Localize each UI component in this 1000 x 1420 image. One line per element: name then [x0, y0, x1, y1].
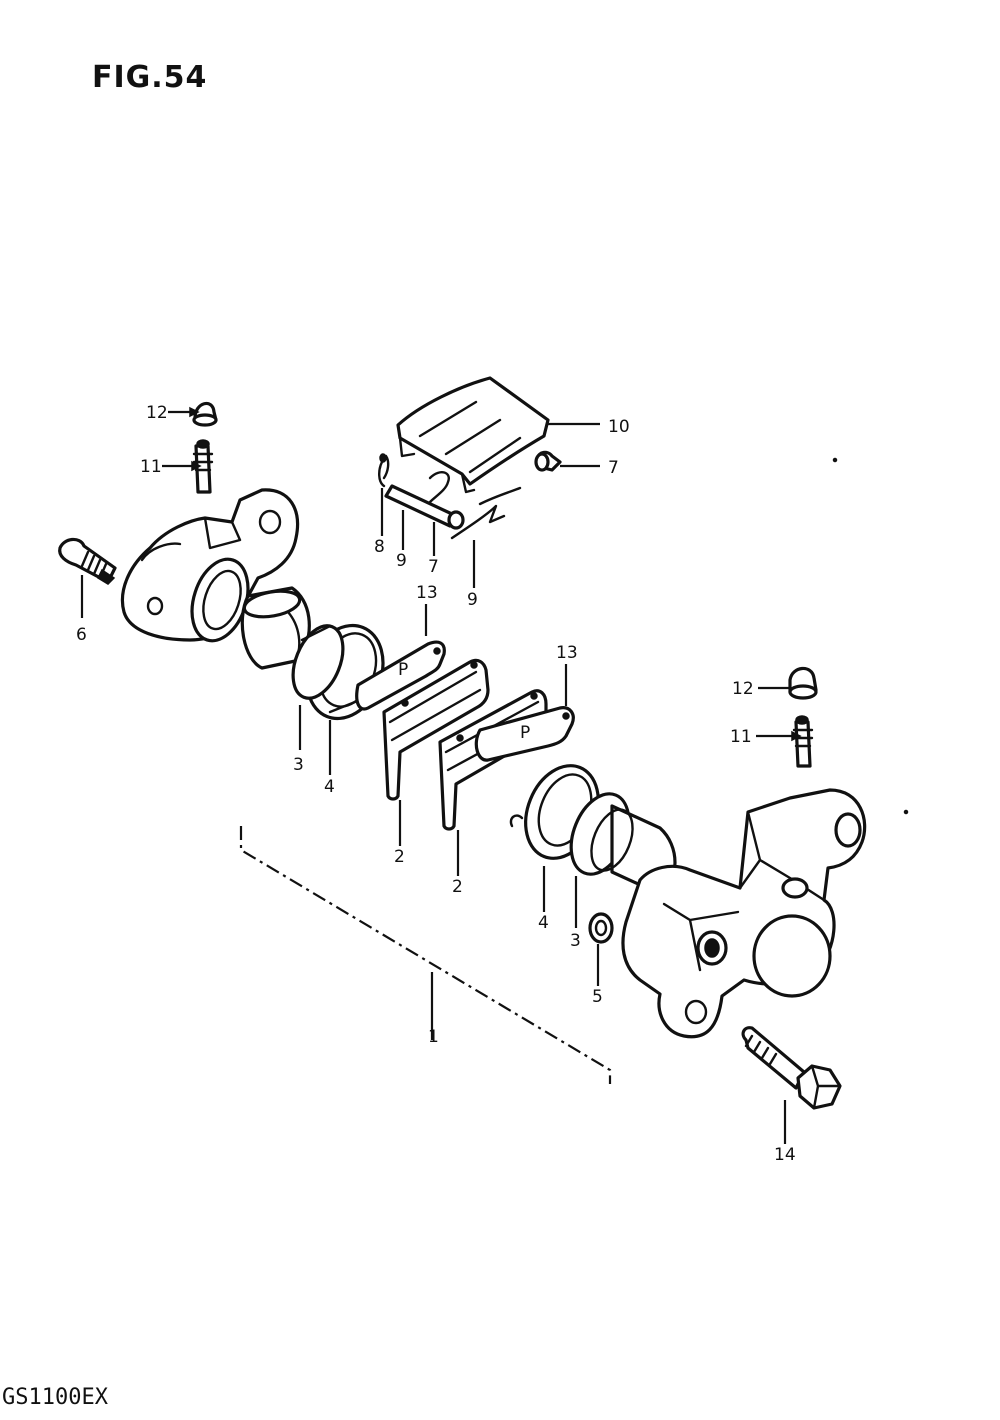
callout-7: 7 — [608, 458, 619, 478]
callout-9: 9 — [396, 551, 407, 571]
left-caliper-body — [120, 488, 300, 643]
anti-rattle-springs-9 — [428, 471, 522, 540]
leader-lines — [80, 406, 802, 1144]
right-bleeder-cap — [788, 666, 818, 700]
pad-mark: P — [520, 723, 530, 743]
callout-1: 1 — [428, 1027, 439, 1047]
callout-2: 2 — [452, 877, 463, 897]
callout-9: 9 — [467, 590, 478, 610]
pad-pin-7-lower — [384, 484, 465, 530]
callout-13: 13 — [556, 643, 578, 663]
callout-2: 2 — [394, 847, 405, 867]
callout-6: 6 — [76, 625, 87, 645]
callout-10: 10 — [608, 417, 630, 437]
callout-13: 13 — [416, 583, 438, 603]
callout-12: 12 — [146, 403, 168, 423]
callout-3: 3 — [293, 755, 304, 775]
right-pad-shim: P — [474, 706, 575, 762]
figure-title: FIG.54 — [92, 60, 208, 95]
pad-pin-7-upper — [534, 450, 562, 472]
mounting-bolt-6 — [58, 537, 117, 585]
pad-spring-10 — [396, 376, 550, 494]
callout-11: 11 — [140, 457, 162, 477]
right-bleeder-valve — [792, 715, 814, 768]
left-piston — [240, 586, 311, 670]
left-bleeder-valve — [192, 439, 214, 494]
pad-mark: P — [398, 660, 408, 680]
callout-4: 4 — [324, 777, 335, 797]
callout-5: 5 — [592, 987, 603, 1007]
callout-labels: 12 11 6 3 4 10 7 8 9 7 9 13 13 2 2 12 11… — [76, 403, 796, 1165]
callout-14: 14 — [774, 1145, 796, 1165]
mounting-bolt-14 — [741, 1026, 842, 1110]
callout-11: 11 — [730, 727, 752, 747]
callout-12: 12 — [732, 679, 754, 699]
assembly-bracket-1 — [239, 826, 612, 1084]
model-code: GS1100EX — [2, 1385, 108, 1410]
left-pad-shim: P — [355, 640, 446, 711]
callout-4: 4 — [538, 913, 549, 933]
right-caliper-body — [621, 788, 867, 1039]
callout-3: 3 — [570, 931, 581, 951]
callout-7: 7 — [428, 557, 439, 577]
clip-8 — [378, 453, 390, 488]
left-bleeder-cap — [192, 401, 218, 427]
washer-5 — [588, 912, 614, 944]
left-brake-pad — [382, 658, 490, 801]
callout-8: 8 — [374, 537, 385, 557]
